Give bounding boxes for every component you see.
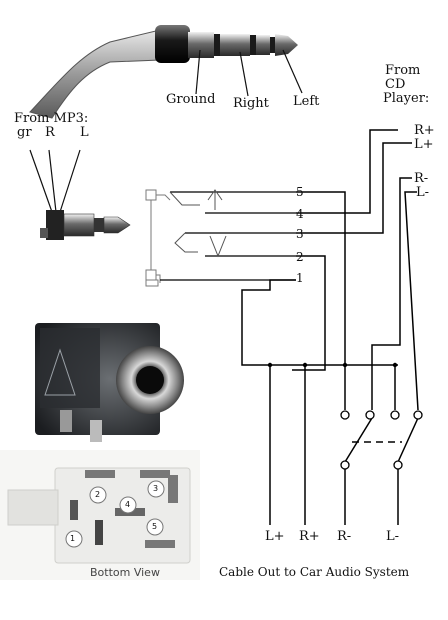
switch-contacts xyxy=(340,410,423,470)
mp3-l-label: L xyxy=(80,125,89,140)
wiring-lines xyxy=(241,129,419,525)
output-rminus: R- xyxy=(337,529,352,544)
cd-lminus-label: L- xyxy=(416,185,430,200)
cd-rminus-label: R- xyxy=(414,171,429,186)
bottom-view-label: Bottom View xyxy=(90,566,160,579)
jack-pin-1: 1 xyxy=(296,271,304,285)
plug-illustration xyxy=(29,25,303,119)
cd-title-line3: Player: xyxy=(383,91,430,106)
mp3-plug-illustration xyxy=(29,149,131,240)
cd-title-line2: CD xyxy=(385,77,406,92)
jack-pin-3: 3 xyxy=(296,227,304,241)
mp3-gr-label: gr xyxy=(17,125,32,140)
bottom-pin-5: 5 xyxy=(152,522,158,531)
mp3-r-label: R xyxy=(45,125,55,140)
jack-pin-2: 2 xyxy=(296,250,304,264)
jack-pin-4: 4 xyxy=(296,207,304,221)
cd-title-line1: From xyxy=(385,63,421,78)
bottom-pin-1: 1 xyxy=(70,534,76,543)
label-right: Right xyxy=(233,96,269,111)
label-ground: Ground xyxy=(166,92,216,107)
cd-lplus-label: L+ xyxy=(414,137,434,152)
bottom-view-photo xyxy=(0,450,200,580)
jack-photo xyxy=(35,323,184,442)
jack-schematic xyxy=(145,189,296,287)
jack-pin-5: 5 xyxy=(296,185,304,199)
output-lplus: L+ xyxy=(265,529,285,544)
output-caption: Cable Out to Car Audio System xyxy=(219,565,410,579)
bottom-pin-2: 2 xyxy=(95,490,101,499)
bottom-pin-3: 3 xyxy=(153,484,159,493)
label-left: Left xyxy=(293,94,320,109)
output-lminus: L- xyxy=(386,529,400,544)
cd-rplus-label: R+ xyxy=(414,123,435,138)
junction-dots xyxy=(267,362,398,368)
mp3-title: From MP3: xyxy=(14,111,89,126)
output-rplus: R+ xyxy=(299,529,320,544)
bottom-pin-4: 4 xyxy=(125,500,131,509)
